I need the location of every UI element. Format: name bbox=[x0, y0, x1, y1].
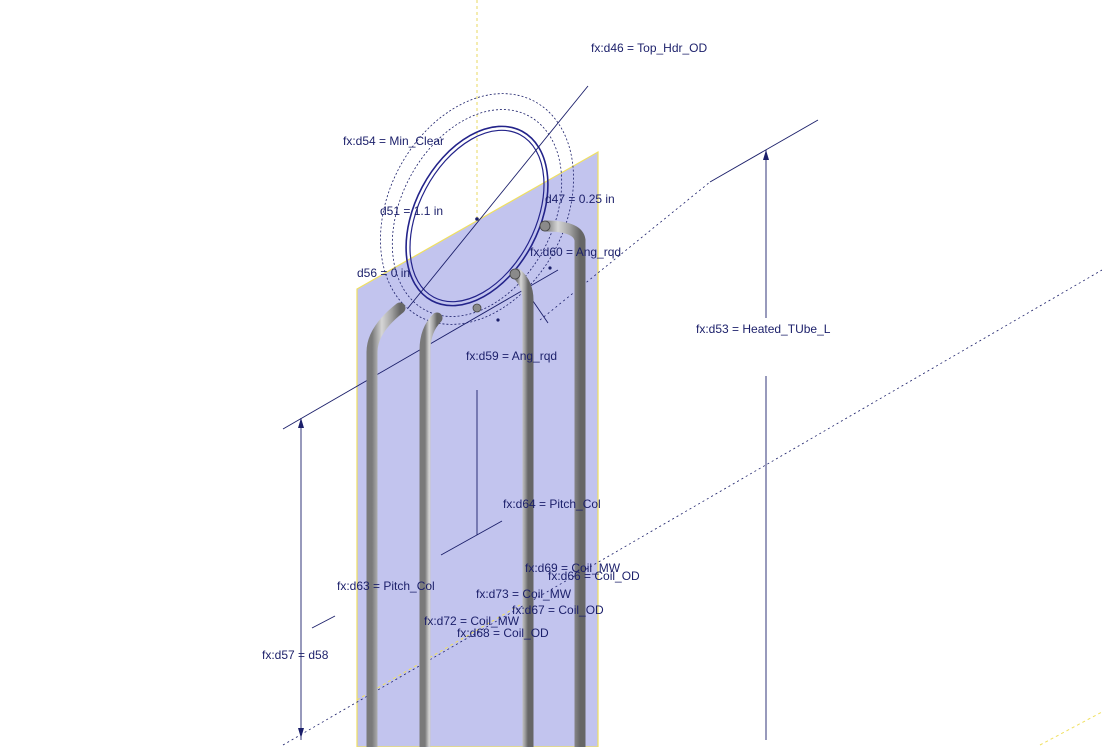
dimension-label-d69[interactable]: fx:d69 = Coil_MW bbox=[525, 561, 621, 575]
construction-line bbox=[1039, 711, 1102, 746]
dimension-label-d68[interactable]: fx:d68 = Coil_OD bbox=[457, 626, 549, 640]
arrowhead-icon bbox=[763, 150, 769, 160]
dimension-line-d51 bbox=[407, 85, 589, 309]
tube-end-icon bbox=[472, 303, 482, 313]
dimension-label-d53[interactable]: fx:d53 = Heated_TUbe_L bbox=[696, 322, 831, 336]
tube-end-icon bbox=[539, 220, 551, 232]
dimension-label-d54[interactable]: fx:d54 = Min_Clear bbox=[343, 134, 444, 148]
construction-line bbox=[356, 604, 521, 701]
dimension-label-d73[interactable]: fx:d73 = Coil_MW bbox=[476, 587, 572, 601]
construction-line bbox=[539, 181, 711, 321]
arrowhead-icon bbox=[298, 728, 304, 738]
dimension-label-d59[interactable]: fx:d59 = Ang_rqd bbox=[466, 349, 557, 363]
arrowhead-icon bbox=[298, 418, 304, 428]
dimension-extension-line bbox=[709, 119, 819, 183]
ring-icon[interactable] bbox=[377, 102, 577, 330]
dimension-label-d56[interactable]: d56 = 0 in bbox=[357, 266, 410, 280]
dimension-leader bbox=[311, 615, 336, 629]
dimension-label-d66[interactable]: fx:d66 = Coil_OD bbox=[548, 569, 640, 583]
dimension-label-d57[interactable]: fx:d57 = d58 bbox=[262, 648, 329, 662]
tube-icon[interactable] bbox=[540, 220, 586, 752]
dimension-label-d72[interactable]: fx:d72 = Coil_MW bbox=[424, 614, 520, 628]
dimension-label-d46[interactable]: fx:d46 = Top_Hdr_OD bbox=[591, 41, 708, 55]
dimension-label-d64[interactable]: fx:d64 = Pitch_Col bbox=[503, 497, 601, 511]
ring-icon[interactable] bbox=[383, 108, 572, 325]
center-point bbox=[475, 217, 479, 221]
clearance-ring-inner bbox=[391, 109, 563, 317]
point-marker bbox=[548, 266, 552, 270]
dimension-label-d63[interactable]: fx:d63 = Pitch_Col bbox=[337, 579, 435, 593]
tube-icon[interactable] bbox=[366, 302, 406, 752]
dimension-label-d47[interactable]: d47 = 0.25 in bbox=[545, 192, 615, 206]
dimension-label-d51[interactable]: d51 = 1.1 in bbox=[380, 204, 443, 218]
tube-icon[interactable] bbox=[419, 312, 443, 752]
dimension-label-d60[interactable]: fx:d60 = Ang_rqd bbox=[530, 245, 621, 259]
coil-tubes[interactable] bbox=[366, 220, 586, 752]
tube-end-icon bbox=[509, 268, 521, 280]
dimension-label-d67[interactable]: fx:d67 = Coil_OD bbox=[512, 603, 604, 617]
point-marker bbox=[496, 318, 500, 322]
